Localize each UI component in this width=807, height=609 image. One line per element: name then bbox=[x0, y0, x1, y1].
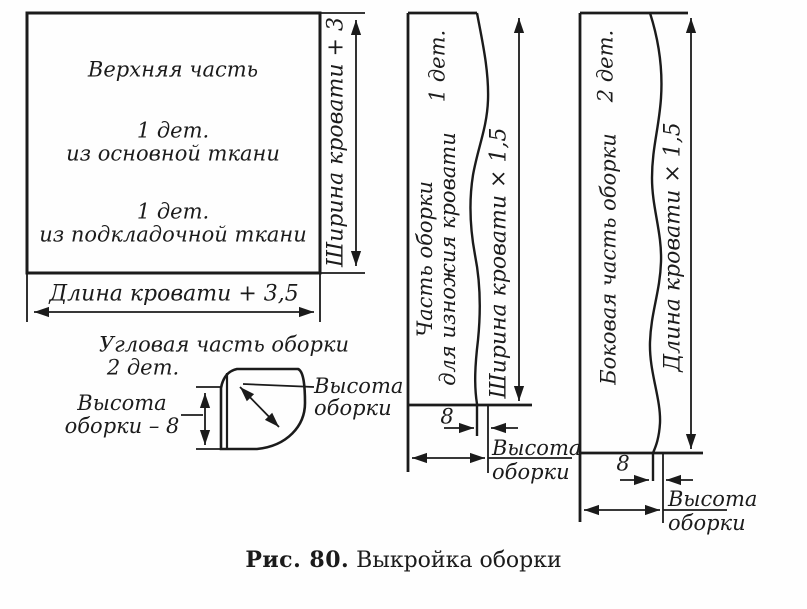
corner-piece-radius-label-line2: оборки bbox=[314, 396, 392, 420]
side-piece-width-label: Высота оборки bbox=[668, 487, 757, 535]
foot-piece-width-label: Высота оборки bbox=[492, 436, 581, 484]
foot-piece-dimension-arrows bbox=[412, 18, 572, 464]
corner-piece-title: Угловая часть оборки bbox=[98, 332, 350, 357]
foot-piece-count: 1 дет. bbox=[425, 29, 450, 103]
top-piece-material-1: из основной ткани bbox=[66, 141, 280, 166]
figure-caption: Рис. 80. Выкройка оборки bbox=[0, 547, 807, 573]
foot-piece-name-line2: для изножия кровати bbox=[436, 132, 460, 386]
figure-caption-number: Рис. 80. bbox=[245, 547, 350, 573]
corner-piece-count: 2 дет. bbox=[106, 355, 180, 380]
corner-piece-radius-label: Высота оборки bbox=[314, 375, 403, 419]
top-piece-dimension-arrows bbox=[34, 20, 362, 318]
top-piece-width-dimension: Ширина кровати + 3 bbox=[323, 17, 349, 267]
side-piece-outline bbox=[578, 11, 703, 523]
top-piece-length-dimension: Длина кровати + 3,5 bbox=[49, 281, 299, 307]
foot-piece-name: Часть оборки для изножия кровати bbox=[413, 132, 460, 386]
top-piece-count-1: 1 дет. bbox=[136, 118, 210, 143]
top-piece-material-2: из подкладочной ткани bbox=[39, 222, 307, 247]
corner-piece-height-label: Высота оборки – 8 bbox=[65, 392, 180, 438]
figure-caption-text: Выкройка оборки bbox=[349, 548, 562, 573]
side-piece-width-label-line1: Высота bbox=[668, 487, 758, 511]
side-piece-dimension-arrows bbox=[584, 18, 727, 516]
corner-piece-dimension-arrows bbox=[181, 383, 315, 445]
top-piece-title: Верхняя часть bbox=[87, 57, 259, 82]
corner-piece-radius-label-line1: Высота bbox=[314, 374, 404, 398]
top-piece-count-2: 1 дет. bbox=[136, 199, 210, 224]
side-piece-count: 2 дет. bbox=[593, 29, 618, 103]
foot-piece-name-line1: Часть оборки bbox=[413, 180, 437, 338]
foot-piece-outline bbox=[406, 11, 532, 473]
side-piece-gap-value: 8 bbox=[616, 451, 630, 476]
foot-piece-gap-value: 8 bbox=[440, 404, 454, 429]
side-piece-height-dimension: Длина кровати × 1,5 bbox=[660, 122, 686, 372]
foot-piece-width-label-line2: оборки bbox=[492, 460, 570, 484]
corner-piece-height-label-line1: Высота bbox=[77, 391, 167, 415]
corner-piece-height-label-line2: оборки – 8 bbox=[64, 414, 180, 438]
side-piece-width-label-line2: оборки bbox=[668, 511, 746, 535]
foot-piece-width-label-line1: Высота bbox=[492, 436, 582, 460]
side-piece-name: Боковая часть оборки bbox=[596, 133, 621, 385]
corner-piece-outline bbox=[196, 367, 307, 451]
top-piece-outline bbox=[25, 11, 365, 322]
foot-piece-height-dimension: Ширина кровати × 1,5 bbox=[486, 127, 512, 399]
